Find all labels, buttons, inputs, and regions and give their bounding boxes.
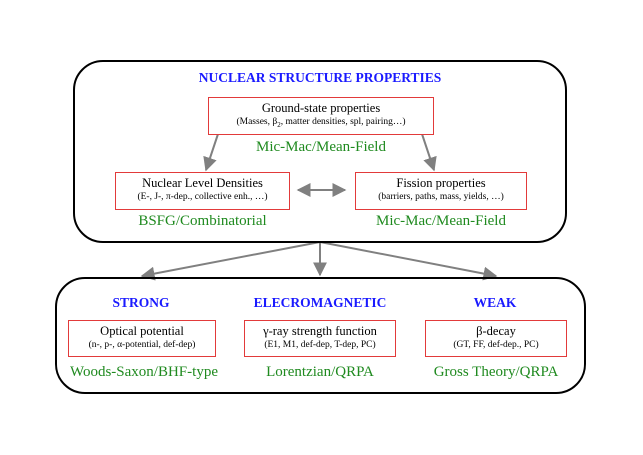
ground-state-title: Ground-state properties [261, 101, 381, 115]
level-densities-model: BSFG/Combinatorial [138, 213, 267, 229]
electromagnetic-heading: ELECROMAGNETIC [253, 295, 387, 310]
gamma-strength-details: (E1, M1, def-dep, T-dep, PC) [264, 340, 376, 350]
interactions-panel [55, 277, 586, 394]
ground-state-details: (Masses, β2, matter densities, spl, pair… [236, 117, 406, 129]
level-densities-title: Nuclear Level Densities [142, 176, 263, 190]
beta-decay-box: β-decay (GT, FF, def-dep., PC) [425, 320, 567, 357]
weak-heading: WEAK [473, 295, 517, 310]
nuclear-structure-heading: NUCLEAR STRUCTURE PROPERTIES [198, 70, 442, 85]
electromagnetic-model: Lorentzian/QRPA [266, 364, 374, 380]
beta-decay-title: β-decay [476, 324, 516, 338]
arrow-ground-to-fission [421, 133, 437, 172]
gamma-strength-title: γ-ray strength function [263, 324, 377, 338]
fission-title: Fission properties [396, 176, 486, 190]
fission-model: Mic-Mac/Mean-Field [376, 213, 506, 229]
optical-potential-box: Optical potential (n-, p-, α-potential, … [68, 320, 216, 357]
strong-heading: STRONG [112, 295, 170, 310]
level-densities-box: Nuclear Level Densities (E-, J-, π-dep.,… [115, 172, 290, 210]
ground-state-box: Ground-state properties (Masses, β2, mat… [208, 97, 434, 135]
weak-model: Gross Theory/QRPA [433, 364, 559, 380]
beta-decay-details: (GT, FF, def-dep., PC) [453, 340, 539, 350]
arrow-ground-to-level-densities [203, 133, 219, 172]
optical-potential-title: Optical potential [100, 324, 184, 338]
ground-state-model: Mic-Mac/Mean-Field [256, 139, 386, 155]
nuclear-structure-panel [73, 60, 567, 243]
arrow-to-strong [140, 241, 321, 281]
strong-model: Woods-Saxon/BHF-type [70, 364, 218, 380]
optical-potential-details: (n-, p-, α-potential, def-dep) [88, 340, 196, 350]
gamma-strength-box: γ-ray strength function (E1, M1, def-dep… [244, 320, 396, 357]
fission-box: Fission properties (barriers, paths, mas… [355, 172, 527, 210]
fission-details: (barriers, paths, mass, yields, …) [378, 192, 504, 202]
arrow-to-weak [319, 241, 498, 281]
level-densities-details: (E-, J-, π-dep., collective enh., …) [137, 192, 268, 202]
